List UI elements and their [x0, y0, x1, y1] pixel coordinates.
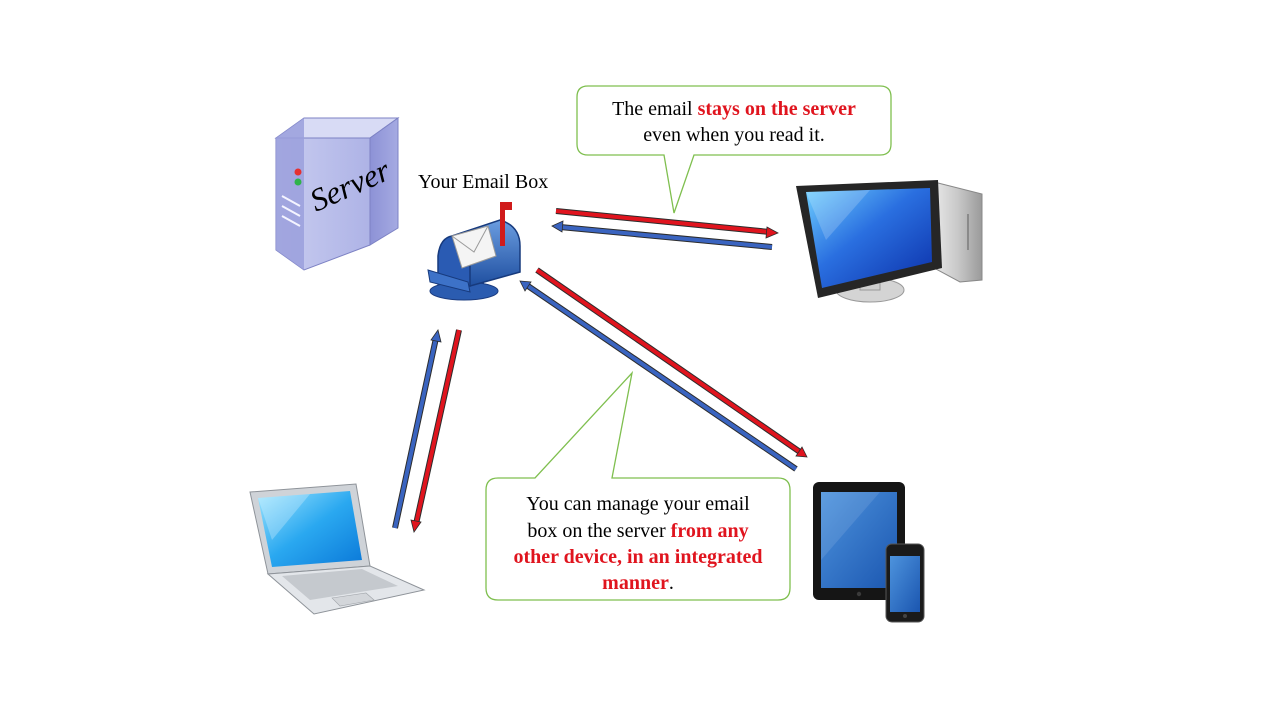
- desktop-computer-icon: [796, 180, 983, 303]
- laptop-icon: [249, 483, 426, 615]
- server-status-light-green: [294, 178, 302, 186]
- mailbox-icon: [427, 202, 521, 301]
- callout-top-line1: The email stays on the server: [612, 98, 856, 120]
- callout-top: The email stays on the server even when …: [576, 85, 892, 214]
- server-icon: Server: [274, 117, 400, 271]
- mailbox-label: Your Email Box: [418, 171, 548, 193]
- callout-bottom-line1: You can manage your email: [526, 493, 750, 515]
- callout-bottom-line3: other device, in an integrated: [513, 546, 762, 568]
- server-status-light-red: [294, 168, 302, 176]
- callout-bottom-line2: box on the server from any: [527, 520, 748, 542]
- smartphone-icon: [885, 543, 925, 623]
- callout-bottom-line2-plain: box on the server: [527, 520, 670, 542]
- callout-top-line2: even when you read it.: [643, 124, 825, 146]
- callout-bottom-line4: manner.: [602, 572, 674, 594]
- callout-top-line1-plain: The email: [612, 98, 698, 120]
- callout-bottom-line4-highlight: manner: [602, 572, 669, 594]
- callout-bottom: You can manage your email box on the ser…: [485, 370, 791, 601]
- tablet-icon: [813, 482, 905, 600]
- sync-arrows: [392, 208, 808, 533]
- callout-bottom-line4-plain: .: [669, 572, 674, 594]
- callout-bottom-line2-highlight: from any: [671, 520, 749, 542]
- callout-top-line1-highlight: stays on the server: [698, 98, 856, 120]
